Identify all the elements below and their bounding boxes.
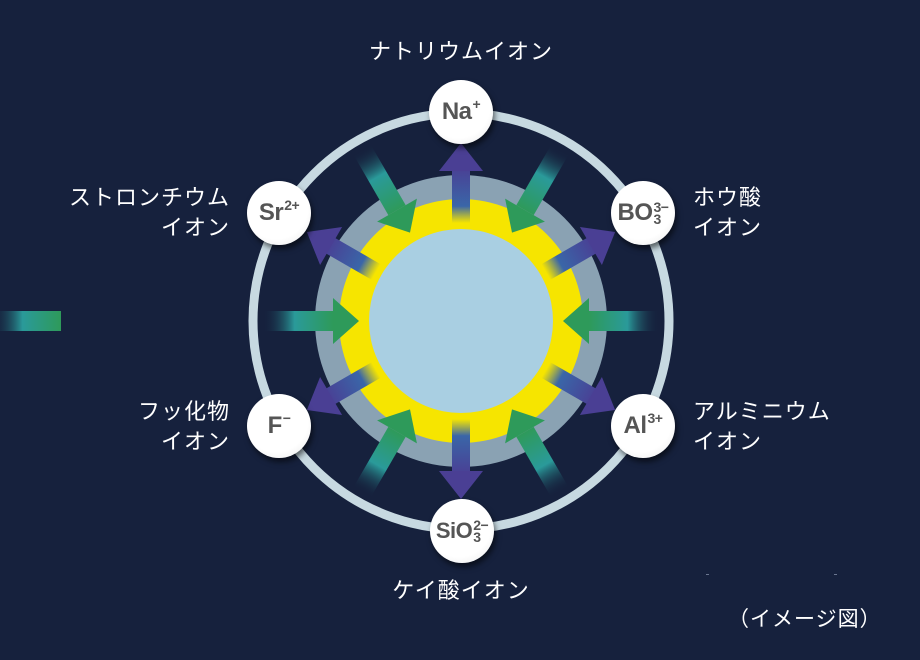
label-line: イオン	[160, 216, 230, 241]
ion-charge: 2−	[473, 517, 489, 533]
outward-arrow-icon	[306, 362, 381, 416]
ion-symbol: BO	[617, 199, 654, 226]
ion-symbol: Na	[441, 98, 472, 125]
ion-symbol: Sr	[258, 199, 284, 226]
label-al: アルミニウム イオン	[693, 398, 831, 458]
decorative-dot	[834, 574, 837, 575]
ion-symbol: Al	[623, 412, 648, 439]
outward-arrow-icon	[541, 362, 616, 416]
label-na: ナトリウムイオン	[340, 38, 582, 68]
decorative-dot	[706, 574, 709, 575]
label-line: イオン	[693, 216, 763, 241]
label-sr: ストロンチウム イオン	[20, 184, 230, 244]
label-line: ケイ酸イオン	[392, 579, 530, 604]
inward-arrow-icon	[353, 144, 417, 233]
label-f: フッ化物 イオン	[60, 398, 230, 458]
ion-charge: +	[472, 96, 481, 112]
outward-arrows	[306, 143, 616, 499]
label-sio3: ケイ酸イオン	[340, 577, 582, 607]
ion-subscript: 3	[473, 529, 481, 545]
label-line: ホウ酸	[693, 186, 763, 211]
label-line: アルミニウム	[693, 400, 831, 425]
outward-arrow-icon	[541, 226, 616, 280]
outward-arrow-icon	[306, 226, 381, 280]
label-line: ナトリウムイオン	[368, 40, 553, 65]
inward-arrows-group	[263, 144, 659, 498]
outward-arrow-icon	[439, 419, 483, 499]
outward-arrow-icon	[439, 143, 483, 223]
inward-arrow-icon	[263, 298, 359, 344]
ion-node-na: Na+	[429, 80, 493, 144]
inward-arrow-icon	[563, 298, 659, 344]
ion-subscript: 3	[653, 211, 662, 227]
label-bo3: ホウ酸 イオン	[693, 184, 762, 244]
ion-symbol: SiO	[435, 518, 473, 543]
ion-charge: 3+	[647, 410, 663, 426]
ion-charge: 2+	[284, 197, 300, 213]
particle-core	[369, 229, 553, 413]
inward-arrow-icon	[505, 144, 569, 233]
label-line: イオン	[160, 430, 230, 455]
inward-arrows	[0, 311, 61, 331]
ion-node-f: F−	[247, 394, 311, 458]
inward-arrow-icon	[505, 409, 569, 498]
ion-symbol: F	[267, 412, 283, 439]
ion-charge: 3−	[653, 199, 669, 215]
inward-arrow-icon	[0, 311, 61, 331]
label-line: ストロンチウム	[68, 186, 230, 211]
label-line: イオン	[693, 430, 763, 455]
label-line: フッ化物	[137, 400, 230, 425]
ion-charge: −	[282, 410, 291, 426]
caption: （イメージ図）	[728, 607, 882, 631]
inward-arrow-icon	[353, 409, 417, 498]
